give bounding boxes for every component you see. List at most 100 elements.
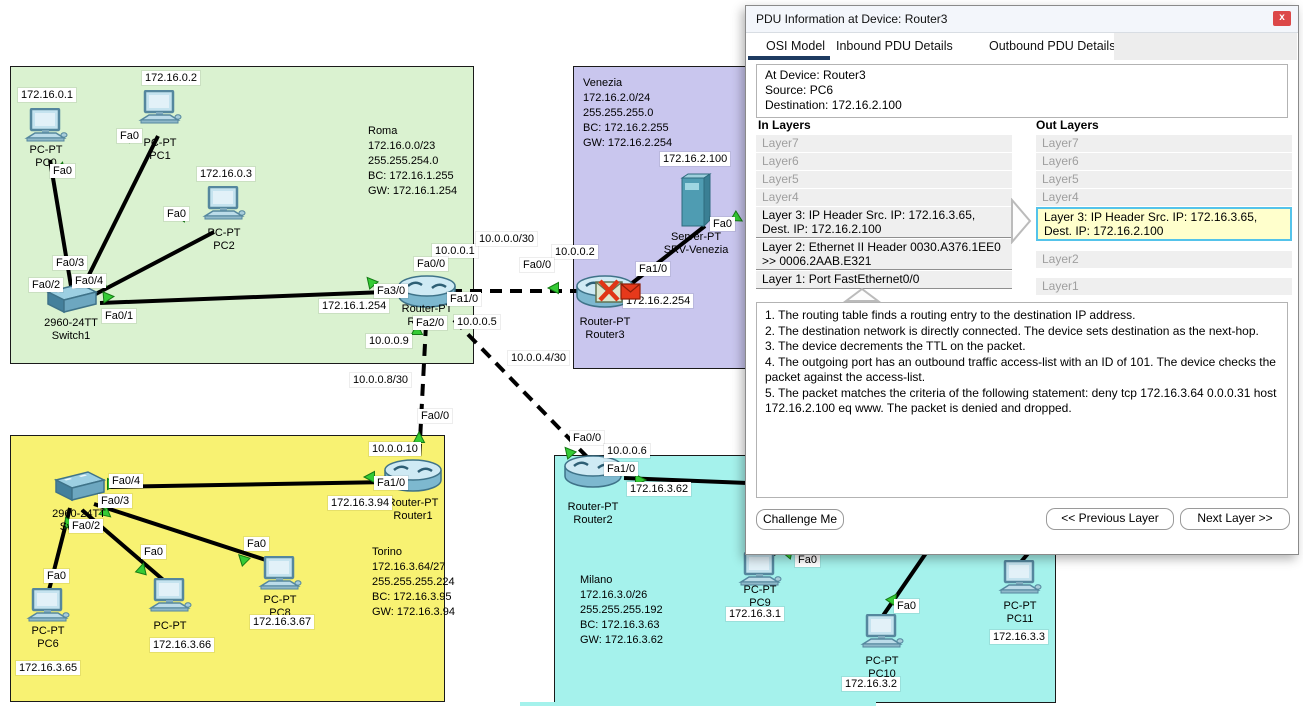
pc6-port-label: Fa0 bbox=[44, 569, 69, 583]
close-icon[interactable]: x bbox=[1273, 11, 1291, 26]
milano-info-text: Milano 172.16.3.0/26 255.255.255.192 BC:… bbox=[580, 574, 663, 646]
switch0-icon[interactable] bbox=[52, 468, 108, 509]
pc0-ip-label: 172.16.0.1 bbox=[18, 88, 76, 102]
router1-port-fa10-label: Fa1/0 bbox=[374, 476, 409, 490]
router3-name-label: Router3 bbox=[585, 329, 625, 341]
router1-lan-ip-label: 172.16.3.94 bbox=[328, 496, 393, 510]
router1-model-label: Router-PT bbox=[387, 497, 439, 509]
pc9-port-label: Fa0 bbox=[795, 553, 820, 567]
dialog-title: PDU Information at Device: Router3 bbox=[756, 12, 948, 26]
venezia-info-text: Venezia 172.16.2.0/24 255.255.255.0 BC: … bbox=[583, 77, 673, 149]
out-layer4-row[interactable]: Layer4 bbox=[1036, 189, 1292, 206]
router3-model-label: Router-PT bbox=[579, 316, 631, 328]
pdu-source: Source: PC6 bbox=[765, 83, 834, 97]
pc2-model-label: PC-PT bbox=[207, 227, 241, 239]
pc10-icon[interactable] bbox=[860, 613, 904, 659]
pc10-port-label: Fa0 bbox=[894, 599, 919, 613]
out-layer3-row-highlighted[interactable]: Layer 3: IP Header Src. IP: 172.16.3.65,… bbox=[1036, 207, 1292, 241]
pc11-model-label: PC-PT bbox=[1003, 600, 1037, 612]
router1-port-fa00-label: Fa0/0 bbox=[418, 409, 453, 423]
server-name-label: SRV-Venezia bbox=[663, 244, 729, 256]
in-layers-title: In Layers bbox=[758, 118, 811, 132]
in-layer7-row[interactable]: Layer7 bbox=[756, 135, 1012, 152]
previous-layer-button[interactable]: << Previous Layer bbox=[1046, 508, 1174, 530]
switch1-port-fa04-label: Fa0/4 bbox=[72, 274, 107, 288]
pc11-name-label: PC11 bbox=[1006, 613, 1034, 625]
challenge-me-button[interactable]: Challenge Me bbox=[756, 509, 844, 530]
out-layer6-row[interactable]: Layer6 bbox=[1036, 153, 1292, 170]
pc11-icon[interactable] bbox=[998, 559, 1042, 605]
router0-port-fa30-label: Fa3/0 bbox=[374, 284, 409, 298]
wan-net3-label: 10.0.0.4/30 bbox=[508, 351, 570, 365]
pdu-step: 3. The device decrements the TTL on the … bbox=[765, 339, 1026, 353]
server-model-label: Server-PT bbox=[670, 231, 722, 243]
switch0-port-fa03-label: Fa0/3 bbox=[98, 494, 133, 508]
server-port-label: Fa0 bbox=[710, 217, 735, 231]
tab-outbound-pdu-details[interactable]: Outbound PDU Details bbox=[989, 39, 1116, 53]
router0-port-fa00-label: Fa0/0 bbox=[414, 257, 449, 271]
scroll-up-arrow-icon[interactable] bbox=[842, 287, 882, 303]
out-layer2-row[interactable]: Layer2 bbox=[1036, 251, 1292, 268]
pc6-icon[interactable] bbox=[26, 587, 70, 633]
switch1-port-fa01-label: Fa0/1 bbox=[102, 309, 137, 323]
pc9-name-label: PC9 bbox=[749, 597, 771, 609]
router2-lan-ip-label: 172.16.3.62 bbox=[627, 482, 692, 496]
active-tab-underline bbox=[748, 56, 830, 60]
out-layer1-row[interactable]: Layer1 bbox=[1036, 278, 1292, 295]
pc9-ip-label: 172.16.3.1 bbox=[726, 607, 784, 621]
pdu-process-description: 1. The routing table finds a routing ent… bbox=[756, 302, 1288, 498]
pc1-icon[interactable] bbox=[138, 89, 182, 135]
switch0-model-label: 2960-24TT bbox=[52, 508, 106, 520]
pdu-step: 2. The destination network is directly c… bbox=[765, 323, 1259, 338]
pc0-model-label: PC-PT bbox=[29, 144, 63, 156]
pc2-icon[interactable] bbox=[202, 185, 246, 231]
pc7-port-label: Fa0 bbox=[141, 545, 166, 559]
router1-ip10-label: 10.0.0.10 bbox=[369, 442, 421, 456]
region-strip bbox=[520, 702, 876, 706]
pc10-model-label: PC-PT bbox=[865, 655, 899, 667]
router2-name-label: Router2 bbox=[573, 514, 613, 526]
pc9-icon[interactable] bbox=[738, 551, 782, 597]
pc7-icon[interactable] bbox=[148, 577, 192, 623]
out-layer5-row[interactable]: Layer5 bbox=[1036, 171, 1292, 188]
pc10-ip-label: 172.16.3.2 bbox=[842, 677, 900, 691]
pc6-ip-label: 172.16.3.65 bbox=[16, 661, 81, 675]
pdu-summary-box: At Device: Router3 Source: PC6 Destinati… bbox=[756, 64, 1288, 118]
in-layer1-row[interactable]: Layer 1: Port FastEthernet0/0 bbox=[756, 271, 1012, 289]
roma-info-text: Roma 172.16.0.0/23 255.255.254.0 BC: 172… bbox=[368, 125, 458, 197]
router3-port-fa10-label: Fa1/0 bbox=[636, 262, 671, 276]
in-layer5-row[interactable]: Layer5 bbox=[756, 171, 1012, 188]
tab-inbound-pdu-details[interactable]: Inbound PDU Details bbox=[836, 39, 953, 53]
in-layer6-row[interactable]: Layer6 bbox=[756, 153, 1012, 170]
pc2-port-label: Fa0 bbox=[164, 207, 189, 221]
tab-osi-model[interactable]: OSI Model bbox=[766, 39, 826, 53]
in-layer3-row[interactable]: Layer 3: IP Header Src. IP: 172.16.3.65,… bbox=[756, 207, 1012, 238]
pc7-ip-label: 172.16.3.66 bbox=[150, 638, 215, 652]
out-layers-title: Out Layers bbox=[1036, 118, 1099, 132]
next-layer-button[interactable]: Next Layer >> bbox=[1180, 508, 1290, 530]
pc8-ip-label: 172.16.3.67 bbox=[250, 615, 315, 629]
in-layers-column: Layer7 Layer6 Layer5 Layer4 Layer 3: IP … bbox=[756, 135, 1012, 290]
in-layer4-row[interactable]: Layer4 bbox=[756, 189, 1012, 206]
router0-model-label: Router-PT bbox=[401, 303, 453, 315]
failed-pdu-envelope-icon[interactable] bbox=[595, 279, 641, 312]
pc8-port-label: Fa0 bbox=[244, 537, 269, 551]
switch1-model-label: 2960-24TT bbox=[44, 317, 98, 329]
in-layer2-row[interactable]: Layer 2: Ethernet II Header 0030.A376.1E… bbox=[756, 239, 1012, 270]
pdu-step: 4. The outgoing port has an outbound tra… bbox=[765, 354, 1276, 385]
pdu-step: 1. The routing table finds a routing ent… bbox=[765, 308, 1136, 322]
switch1-icon[interactable] bbox=[44, 280, 100, 321]
pc8-icon[interactable] bbox=[258, 555, 302, 601]
switch1-port-fa02-label: Fa0/2 bbox=[29, 278, 64, 292]
pdu-destination: Destination: 172.16.2.100 bbox=[765, 98, 902, 112]
wan-net1-label: 10.0.0.0/30 bbox=[476, 232, 538, 246]
router2-ip6-label: 10.0.0.6 bbox=[604, 444, 650, 458]
dialog-titlebar[interactable]: PDU Information at Device: Router3 x bbox=[746, 6, 1298, 33]
tab-strip-filler bbox=[1114, 33, 1297, 60]
out-layer7-row[interactable]: Layer7 bbox=[1036, 135, 1292, 152]
pc6-model-label: PC-PT bbox=[31, 625, 65, 637]
pc0-icon[interactable] bbox=[24, 107, 68, 153]
pc1-model-label: PC-PT bbox=[143, 137, 177, 149]
pc11-ip-label: 172.16.3.3 bbox=[990, 630, 1048, 644]
